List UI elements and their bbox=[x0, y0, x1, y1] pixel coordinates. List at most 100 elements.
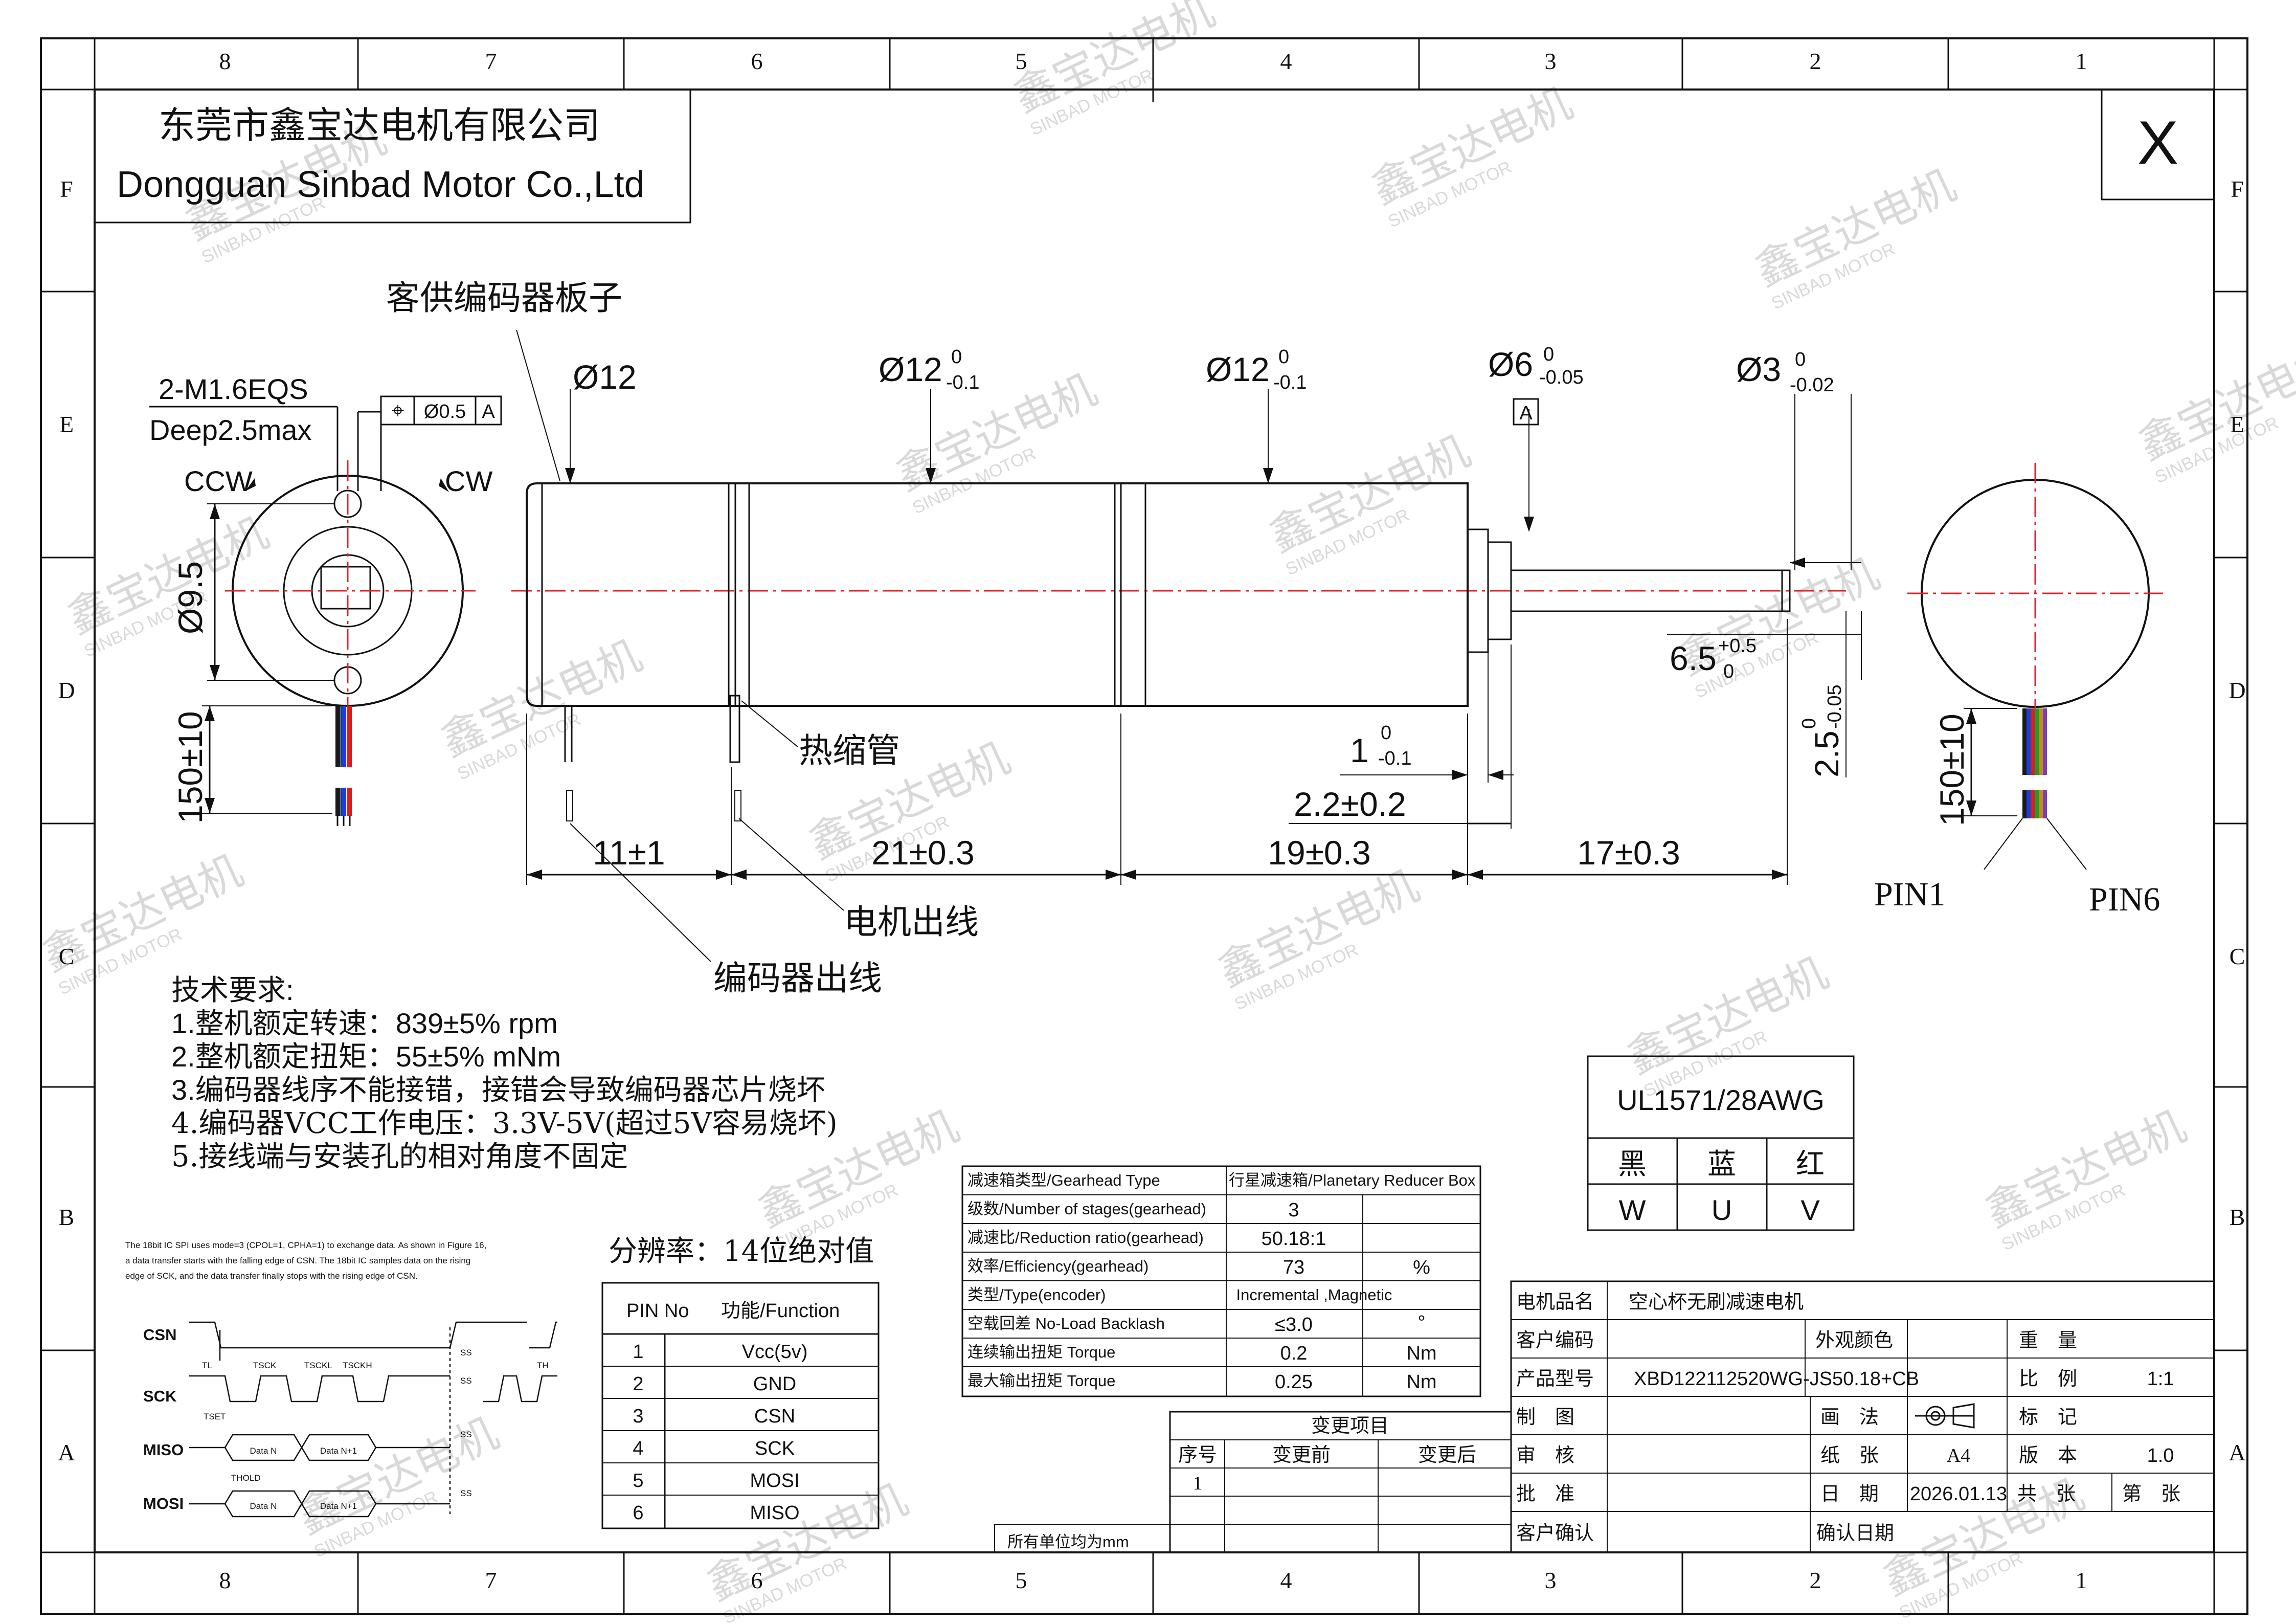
svg-text:0.2: 0.2 bbox=[1280, 1343, 1308, 1364]
svg-text:SS: SS bbox=[460, 1488, 472, 1498]
row-label: D bbox=[2229, 677, 2245, 703]
datum-box bbox=[1513, 398, 1539, 426]
svg-text:变更后: 变更后 bbox=[1418, 1444, 1476, 1466]
svg-text:The 18bit IC SPI uses mode=3 (: The 18bit IC SPI uses mode=3 (CPOL=1, CP… bbox=[125, 1240, 486, 1250]
col-label: 6 bbox=[751, 48, 763, 74]
svg-text:比 例: 比 例 bbox=[2019, 1368, 2077, 1390]
change-table: 变更项目 序号 变更前 变更后 1 所有单位均为mm bbox=[994, 1411, 1512, 1553]
svg-text:PIN No: PIN No bbox=[626, 1300, 689, 1322]
left-end-view: 2-M1.6EQS Deep2.5max ⌖ Ø0.5 A CCW CW Ø9.… bbox=[149, 373, 502, 826]
product-name: 空心杯无刷减速电机 bbox=[1629, 1292, 1804, 1313]
svg-text:连续输出扭矩 Torque: 连续输出扭矩 Torque bbox=[967, 1343, 1115, 1361]
col-label: 3 bbox=[1545, 48, 1557, 74]
svg-text:1.0: 1.0 bbox=[2147, 1445, 2174, 1466]
row-label: A bbox=[2229, 1439, 2245, 1465]
svg-text:MISO: MISO bbox=[750, 1502, 799, 1524]
svg-text:共 张: 共 张 bbox=[2017, 1483, 2076, 1505]
thread-callout: 2-M1.6EQS bbox=[159, 373, 308, 405]
mosi-signal: MOSI bbox=[143, 1495, 184, 1512]
dim-d12b: Ø12 bbox=[1206, 350, 1270, 388]
svg-text:Data N: Data N bbox=[250, 1501, 277, 1511]
row-label: B bbox=[59, 1204, 75, 1230]
svg-text:审 核: 审 核 bbox=[1516, 1445, 1574, 1466]
svg-text:3: 3 bbox=[633, 1406, 643, 1427]
svg-text:SS: SS bbox=[460, 1348, 472, 1358]
svg-text:0: 0 bbox=[1543, 344, 1554, 365]
svg-text:TSCKL: TSCKL bbox=[304, 1361, 332, 1370]
dim-len-6-5: 6.5 bbox=[1670, 639, 1717, 677]
svg-text:减速比/Reduction ratio(gearhead): 减速比/Reduction ratio(gearhead) bbox=[967, 1229, 1204, 1247]
svg-text:a data transfer starts with th: a data transfer starts with the falling … bbox=[125, 1256, 470, 1265]
svg-text:TH: TH bbox=[537, 1361, 549, 1370]
row-label: A bbox=[58, 1439, 75, 1465]
col-label: 1 bbox=[2076, 1567, 2087, 1593]
svg-text:Nm: Nm bbox=[1406, 1371, 1436, 1393]
svg-text:客户编码: 客户编码 bbox=[1516, 1330, 1594, 1351]
svg-text:日 期: 日 期 bbox=[1820, 1483, 1879, 1505]
svg-text:0: 0 bbox=[1723, 661, 1734, 682]
svg-text:CSN: CSN bbox=[754, 1406, 795, 1427]
svg-text:2: 2 bbox=[633, 1373, 643, 1395]
col-label: 8 bbox=[219, 1567, 231, 1593]
svg-text:TSCKH: TSCKH bbox=[343, 1361, 372, 1370]
dim-lead-right: 150±10 bbox=[1933, 714, 1971, 826]
svg-text:A4: A4 bbox=[1947, 1445, 1970, 1466]
col-label: 4 bbox=[1280, 48, 1292, 74]
svg-text:变更前: 变更前 bbox=[1272, 1444, 1331, 1466]
svg-text:客户确认: 客户确认 bbox=[1516, 1523, 1594, 1544]
encoder-board-label: 客供编码器板子 bbox=[386, 279, 622, 317]
svg-text:纸 张: 纸 张 bbox=[1820, 1445, 1879, 1466]
row-label: F bbox=[2231, 176, 2244, 202]
pin6-label: PIN6 bbox=[2089, 881, 2160, 918]
model-number: XBD122112520WG-JS50.18+CB bbox=[1634, 1368, 1919, 1390]
pin-table: PIN No 功能/Function 1 Vcc(5v) 2 GND 3 CSN… bbox=[601, 1282, 880, 1529]
company-name-cn: 东莞市鑫宝达电机有限公司 bbox=[159, 105, 600, 146]
col-label: 8 bbox=[219, 48, 231, 74]
svg-text:减速箱类型/Gearhead Type: 减速箱类型/Gearhead Type bbox=[967, 1171, 1160, 1189]
svg-text:Incremental ,Magnetic: Incremental ,Magnetic bbox=[1236, 1286, 1392, 1304]
dim-len-2-2: 2.2±0.2 bbox=[1294, 785, 1406, 823]
pin1-label: PIN1 bbox=[1874, 876, 1945, 913]
technical-requirements: 技术要求: 1.整机额定转速：839±5% rpm 2.整机额定扭矩：55±5%… bbox=[171, 974, 838, 1173]
right-end-view: 150±10 PIN1 PIN6 bbox=[1874, 463, 2163, 918]
svg-text:3: 3 bbox=[1288, 1199, 1299, 1221]
svg-text:制 图: 制 图 bbox=[1516, 1407, 1574, 1428]
svg-text:-0.1: -0.1 bbox=[1378, 748, 1411, 769]
svg-text:≤3.0: ≤3.0 bbox=[1275, 1314, 1313, 1336]
svg-text:THOLD: THOLD bbox=[231, 1473, 261, 1483]
svg-text:第 张: 第 张 bbox=[2122, 1483, 2180, 1505]
svg-text:1: 1 bbox=[633, 1341, 643, 1363]
svg-text:V: V bbox=[1800, 1194, 1820, 1226]
svg-text:-0.05: -0.05 bbox=[1539, 367, 1584, 388]
revision-box: X bbox=[2101, 88, 2215, 201]
row-label: D bbox=[58, 677, 75, 703]
svg-text:Nm: Nm bbox=[1406, 1343, 1436, 1364]
svg-text:Data N+1: Data N+1 bbox=[320, 1446, 357, 1456]
svg-text:TL: TL bbox=[202, 1361, 212, 1370]
wire-spec: UL1571/28AWG bbox=[1617, 1084, 1825, 1116]
col-label: 4 bbox=[1280, 1567, 1292, 1593]
dim-d3: Ø3 bbox=[1736, 350, 1781, 388]
row-label: C bbox=[59, 943, 75, 969]
title-block: 电机品名 空心杯无刷减速电机 客户编码 外观颜色 重 量 产品型号 XBD122… bbox=[1510, 1280, 2215, 1553]
col-label: 1 bbox=[2076, 48, 2087, 74]
svg-text:SCK: SCK bbox=[755, 1438, 795, 1459]
svg-text:黑: 黑 bbox=[1618, 1148, 1647, 1180]
datum-label: A bbox=[1519, 403, 1533, 424]
company-name-en: Dongguan Sinbad Motor Co.,Ltd bbox=[117, 164, 645, 205]
wire-bundle-right bbox=[2022, 708, 2047, 818]
motor-side-view: 客供编码器板子 Ø12 Ø12 0 -0.1 Ø12 0 -0.1 Ø6 0 -… bbox=[386, 279, 1862, 997]
dim-len-21: 21±0.3 bbox=[871, 834, 974, 872]
svg-text:SS: SS bbox=[460, 1376, 472, 1386]
svg-text:edge of SCK, and the data tran: edge of SCK, and the data transfer final… bbox=[125, 1271, 418, 1281]
d-shaft-icon bbox=[320, 566, 371, 610]
svg-text:最大输出扭矩 Torque: 最大输出扭矩 Torque bbox=[967, 1372, 1115, 1390]
row-label: B bbox=[2230, 1204, 2245, 1230]
svg-text:电机品名: 电机品名 bbox=[1516, 1292, 1594, 1313]
svg-text:73: 73 bbox=[1283, 1257, 1304, 1278]
col-label: 2 bbox=[1810, 48, 1821, 74]
dim-lead-left: 150±10 bbox=[171, 711, 209, 824]
svg-text:5: 5 bbox=[633, 1470, 643, 1492]
svg-text:0: 0 bbox=[951, 346, 962, 368]
